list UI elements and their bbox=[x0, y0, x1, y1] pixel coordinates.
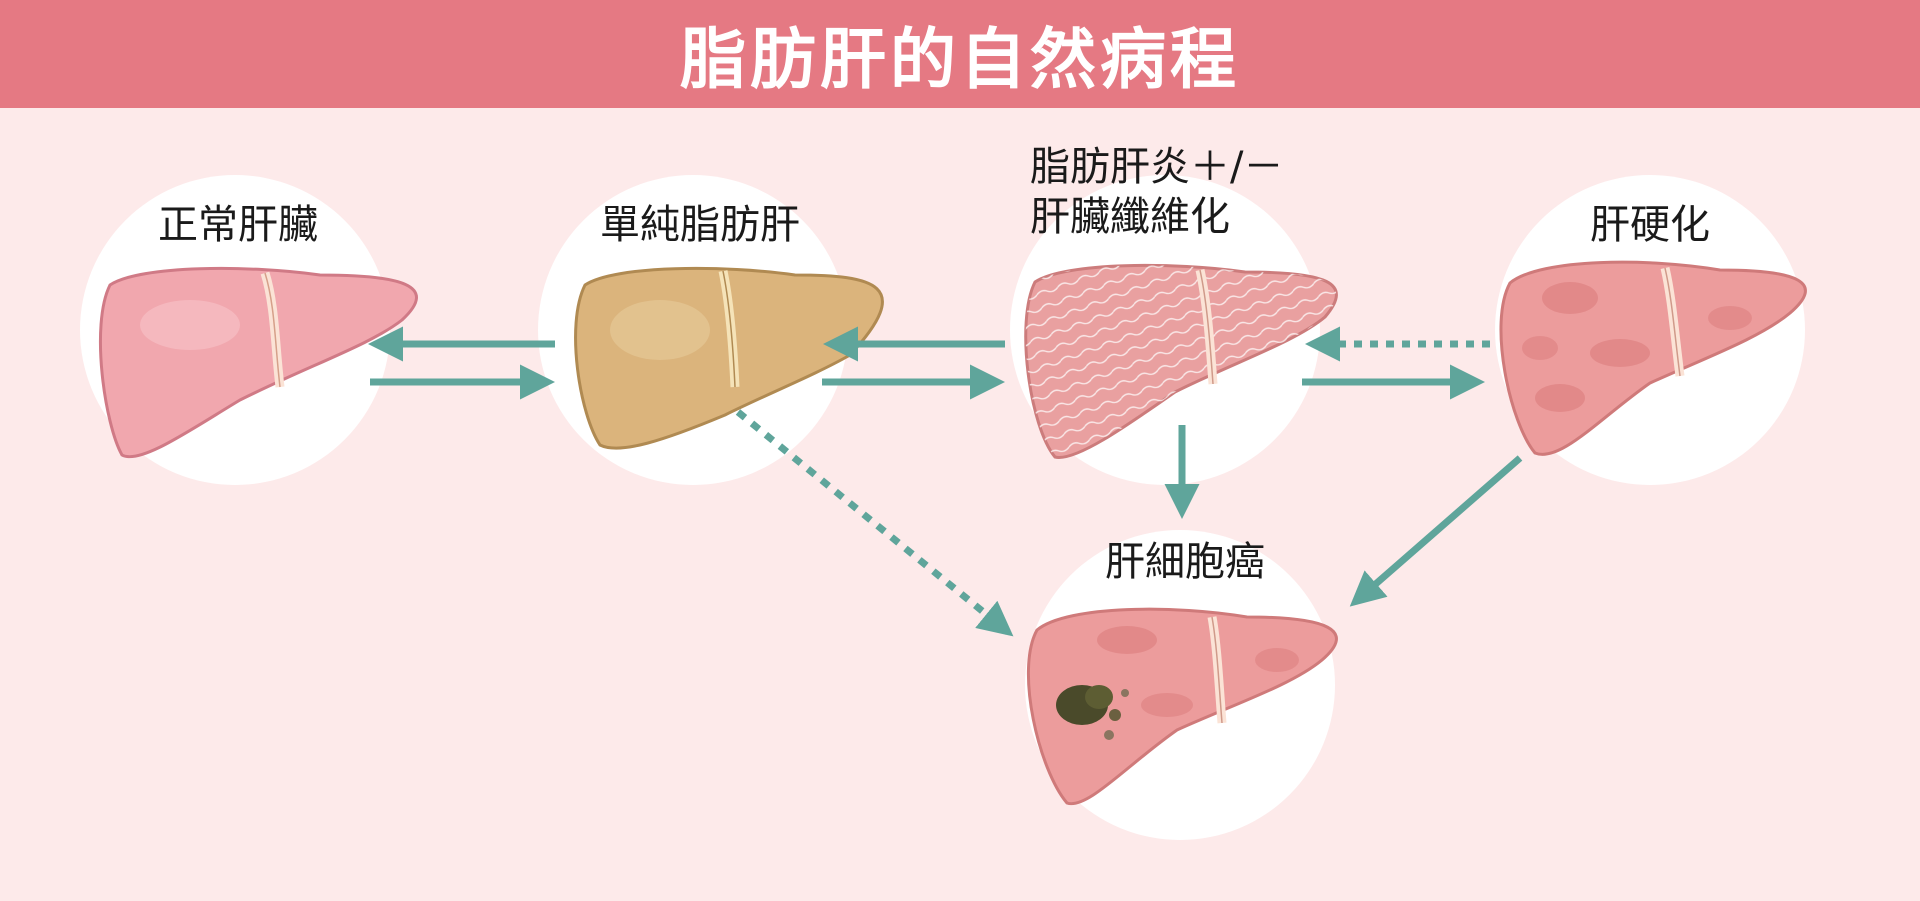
tumor-mass bbox=[1056, 685, 1129, 740]
label-hcc-liver: 肝細胞癌 bbox=[1075, 537, 1295, 587]
fatty-liver-illustration bbox=[574, 266, 884, 450]
label-normal-line-1: 正常肝臟 bbox=[158, 202, 318, 248]
arrow-cirrhosis-to-hcc bbox=[1349, 455, 1523, 607]
label-nash-liver: 脂肪肝炎＋/－ 肝臟纖維化 bbox=[1030, 142, 1350, 242]
normal-liver-illustration bbox=[98, 266, 418, 459]
label-fatty-liver: 單純脂肪肝 bbox=[575, 200, 825, 250]
hcc-liver-illustration bbox=[1026, 607, 1338, 806]
arrow-fatty-to-hcc-dotted bbox=[735, 409, 1014, 637]
label-cirrhosis-line-1: 肝硬化 bbox=[1590, 202, 1710, 248]
label-fatty-line-1: 單純脂肪肝 bbox=[600, 202, 800, 248]
label-hcc-line-1: 肝細胞癌 bbox=[1105, 539, 1265, 585]
diagram-title: 脂肪肝的自然病程 bbox=[680, 21, 1240, 98]
label-nash-line-2: 肝臟纖維化 bbox=[1030, 194, 1230, 240]
label-normal-liver: 正常肝臟 bbox=[138, 200, 338, 250]
label-cirrhosis-liver: 肝硬化 bbox=[1560, 200, 1740, 250]
label-nash-line-1: 脂肪肝炎＋/－ bbox=[1030, 144, 1284, 190]
cirrhosis-liver-illustration bbox=[1499, 260, 1807, 456]
title-banner: 脂肪肝的自然病程 bbox=[0, 0, 1920, 108]
nash-liver-illustration bbox=[1024, 263, 1338, 459]
